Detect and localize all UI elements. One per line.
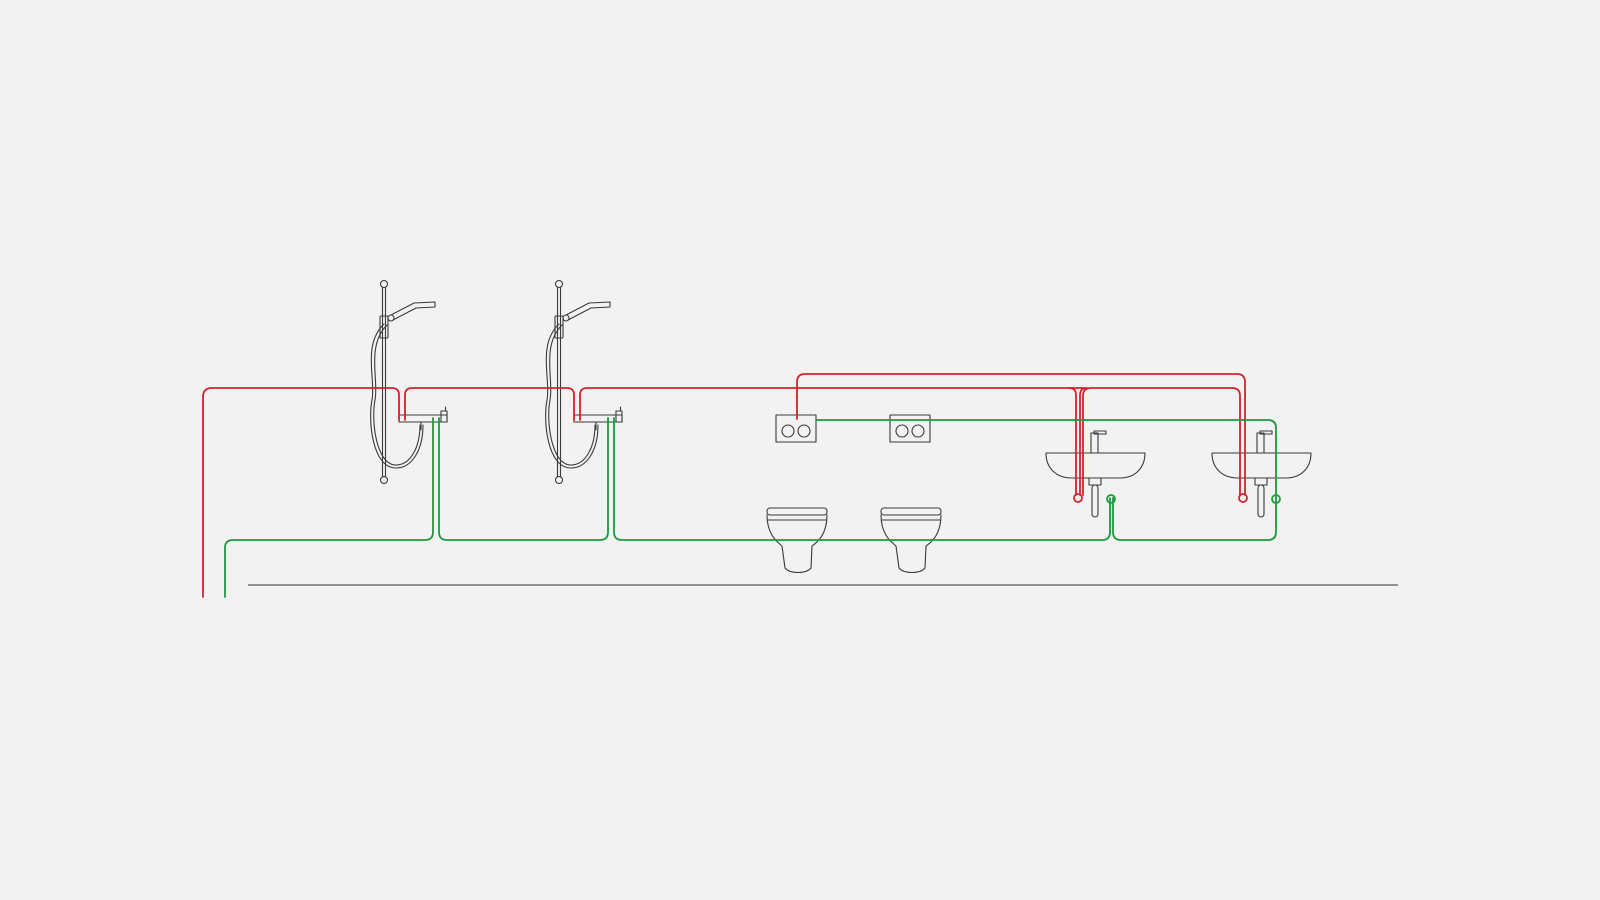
washbasin: [1045, 430, 1146, 518]
shower-fixture: [370, 279, 448, 485]
wall-hung-toilet: [880, 507, 942, 574]
hot-pipe-shower-2: [404, 387, 575, 421]
cold-pipe-main: [224, 417, 434, 598]
hot-valve-basin-2: [1238, 493, 1248, 503]
cold-valve-basin-1: [1106, 494, 1116, 504]
hot-pipe-to-basin-2: [1082, 387, 1241, 496]
hot-water-pipes: [202, 373, 1248, 598]
shower-fixture: [545, 279, 623, 485]
fixtures-layer: [370, 279, 1312, 574]
hot-pipe-to-basin-1: [579, 387, 1077, 496]
hot-pipe-main: [202, 387, 400, 598]
cold-pipe-shower-1-to-2: [438, 417, 609, 541]
washbasin: [1211, 430, 1312, 518]
cold-pipe-flush-feed: [815, 419, 1277, 499]
hot-pipe-to-basin-1-b: [1068, 387, 1088, 496]
cold-valve-basin-2: [1271, 494, 1281, 504]
cold-pipe-to-basin-2: [1112, 497, 1277, 541]
cold-pipe-to-basin-1: [613, 417, 1111, 541]
hot-pipe-upper-loop: [796, 373, 1246, 496]
flush-plate: [889, 414, 931, 443]
cold-water-pipes: [224, 417, 1281, 598]
flush-plate: [775, 414, 817, 443]
hot-valve-basin-1: [1073, 493, 1083, 503]
wall-hung-toilet: [766, 507, 828, 574]
